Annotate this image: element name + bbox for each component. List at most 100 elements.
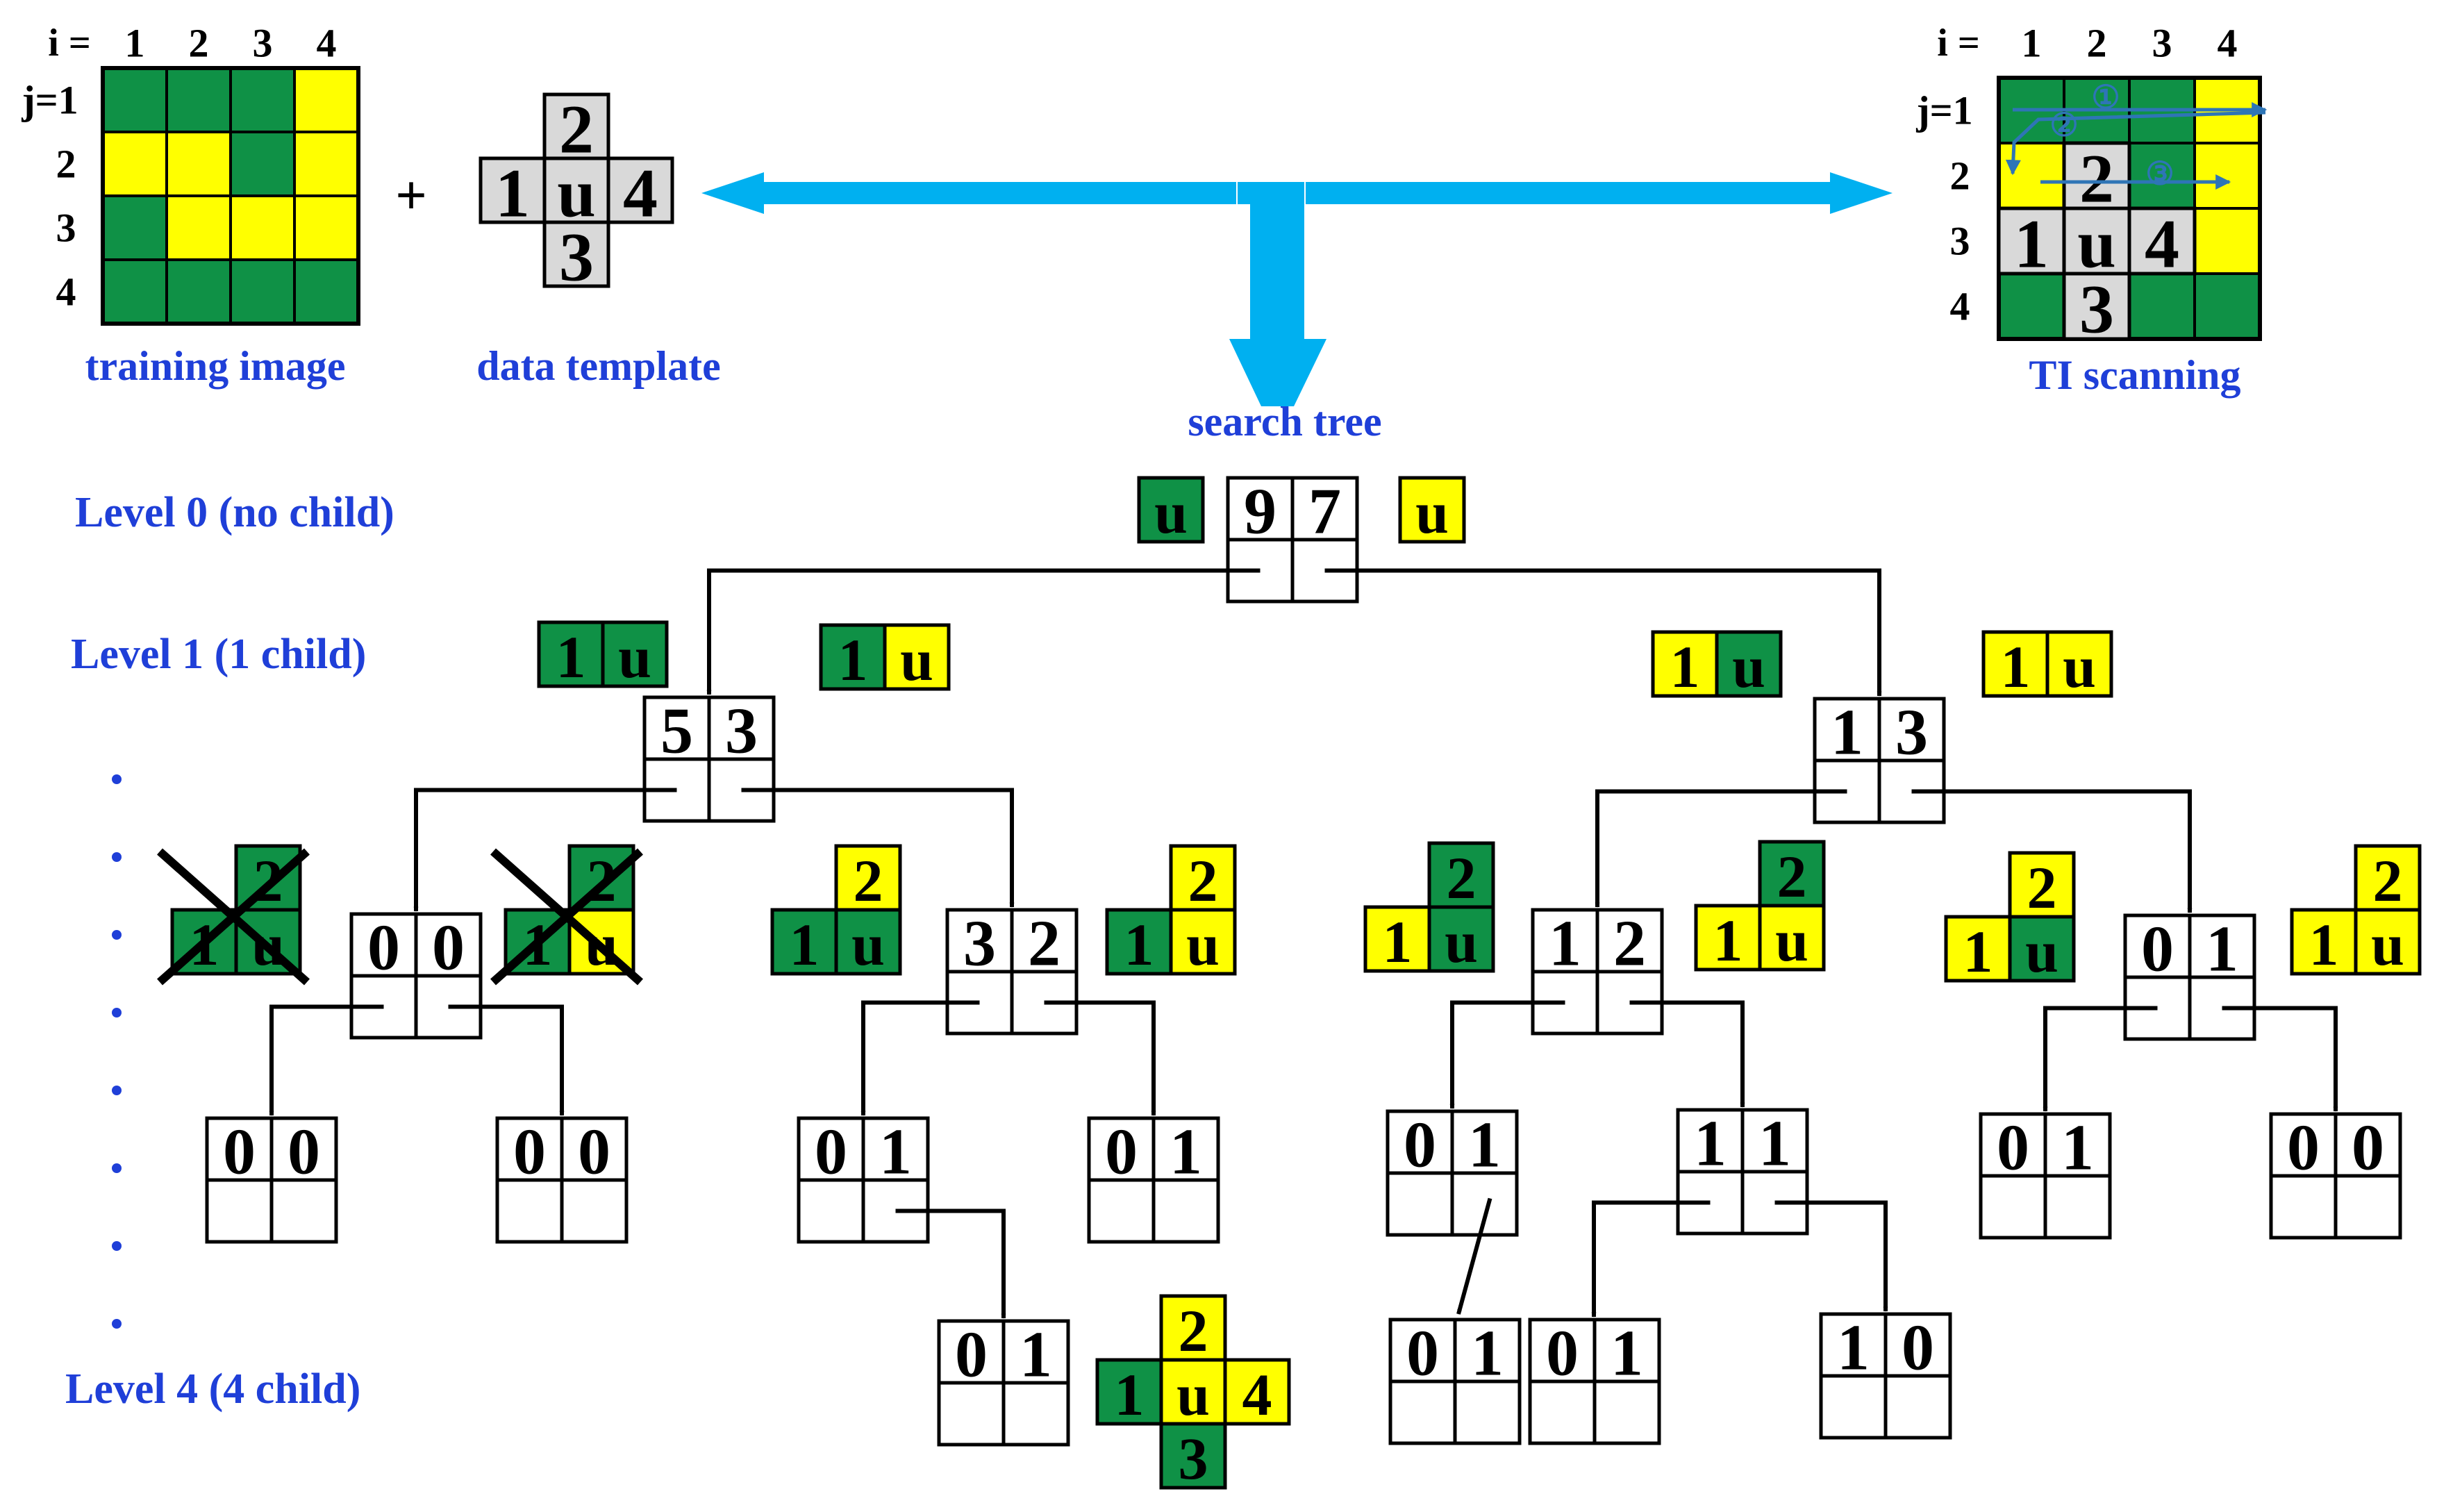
scan-overlay-label-down: 3	[2079, 271, 2114, 348]
edge-l2-l3-2	[860, 1000, 980, 1116]
ti-cell	[293, 67, 360, 133]
edge-l2-l3-6	[2043, 1006, 2158, 1112]
ti-cell	[229, 67, 296, 133]
l2-key-7-top-label: 2	[2373, 847, 2403, 914]
l2-key-7-left-label: 1	[2309, 911, 2339, 978]
edge-l2-l3-5	[1629, 1000, 1745, 1108]
scan-cell	[1997, 142, 2065, 210]
final-key-label-down: 3	[1179, 1425, 1208, 1492]
l2-key-1-cross	[490, 848, 643, 986]
ti-cell	[101, 258, 168, 325]
scan-cell	[2193, 272, 2261, 340]
ti-cell	[229, 194, 296, 261]
level-dot	[112, 1319, 122, 1329]
l3-node-7-count-right: 0	[2352, 1112, 2384, 1184]
edge-l3-l4-1	[1456, 1197, 1492, 1315]
scan-cell	[2193, 142, 2261, 210]
ti-row-label: j=1	[21, 78, 78, 123]
l2-key-3-center	[1169, 908, 1237, 976]
ti-cell	[165, 67, 232, 133]
level-4-label: Level 4 (4 child)	[65, 1365, 360, 1413]
l2-key-3-left-label: 1	[1124, 911, 1154, 978]
l2-key-0-top	[234, 844, 302, 912]
l2-node-3-count-right: 1	[2206, 913, 2238, 986]
root-key-left	[1137, 476, 1205, 544]
l3-node-3-count-left: 0	[1105, 1116, 1138, 1188]
edge-l1-l2-1	[741, 788, 1015, 908]
ti-row-label: 2	[56, 142, 76, 187]
template-label-up: 2	[559, 91, 594, 168]
edge-l2-l3-4	[1449, 1000, 1565, 1109]
l2-key-2-center	[834, 908, 902, 976]
l2-node-2-count-right: 2	[1613, 908, 1646, 980]
l2-key-7-left	[2290, 908, 2358, 976]
scan-cell	[2128, 272, 2196, 340]
l2-key-3-center-label: u	[1186, 911, 1220, 978]
l2-key-5-center	[1758, 904, 1826, 972]
template-label-left: 1	[495, 155, 530, 232]
l2-key-5-top-label: 2	[1777, 843, 1807, 910]
l2-key-2-left-label: 1	[790, 911, 820, 978]
scan-caption: TI scanning	[2029, 352, 2240, 398]
l2-key-3-top	[1169, 844, 1237, 912]
l1-key-3-label: u	[2063, 633, 2096, 700]
ti-row-label: 3	[56, 206, 76, 251]
ti-cell	[165, 258, 232, 325]
l2-node-1-count-right: 2	[1028, 908, 1061, 980]
l2-key-5-left-label: 1	[1713, 907, 1743, 974]
scan-row-label: j=1	[1915, 88, 1972, 133]
l3-node-2-count-left: 0	[815, 1116, 847, 1188]
edge-root-l1-right	[1324, 568, 1882, 697]
template-caption: data template	[476, 343, 721, 389]
l3-node-3-count-right: 1	[1170, 1116, 1202, 1188]
template-label-down: 3	[559, 219, 594, 296]
l1-key-0-label: u	[618, 624, 651, 690]
l2-key-6-left-label: 1	[1963, 918, 1993, 985]
final-key-up	[1159, 1294, 1227, 1362]
plus-sign: +	[395, 165, 427, 226]
l3-node-2-count-right: 1	[879, 1116, 912, 1188]
scan-step-mark: ③	[2145, 156, 2174, 192]
root-node-count-left: 9	[1244, 476, 1276, 548]
ti-col-label: 1	[125, 21, 145, 66]
ti-cell	[293, 258, 360, 325]
scan-overlay-left	[1997, 206, 2066, 276]
scan-row-label: 3	[1950, 219, 1970, 264]
scan-overlay-down	[2062, 272, 2131, 341]
ti-col-label: 3	[253, 21, 273, 66]
l3-node-5-count-left: 1	[1694, 1108, 1727, 1180]
ti-row-label: 4	[56, 269, 76, 315]
l2-key-2-top-label: 2	[854, 847, 883, 914]
ti-border	[101, 66, 360, 326]
l4-node-1-count-right: 1	[1471, 1318, 1504, 1390]
l2-key-6-center-label: u	[2025, 918, 2058, 985]
l2-key-6-top-label: 2	[2027, 854, 2057, 921]
l2-key-2-center-label: u	[851, 911, 885, 978]
level-0-label: Level 0 (no child)	[75, 489, 394, 536]
l1-key-0-label: 1	[556, 624, 586, 690]
l3-node-0-count-right: 0	[288, 1116, 320, 1188]
root-key-right-label: u	[1415, 479, 1449, 546]
ti-cell	[293, 131, 360, 197]
level-dot	[112, 1086, 122, 1095]
edge-l1-l2-2	[1595, 789, 1847, 908]
final-key-right	[1223, 1358, 1291, 1426]
ti-cell	[293, 194, 360, 261]
template-label-center: u	[557, 155, 596, 232]
l1-left-node-count-right: 3	[725, 695, 758, 767]
level-1-label: Level 1 (1 child)	[71, 631, 366, 678]
l2-key-3-top-label: 2	[1188, 847, 1218, 914]
ti-i-label: i =	[48, 22, 90, 65]
scan-overlay-label-left: 1	[2014, 206, 2049, 283]
l1-key-2-label: 1	[1670, 633, 1700, 700]
edge-l2-l3-1	[448, 1004, 565, 1116]
scan-cell	[2193, 207, 2261, 275]
